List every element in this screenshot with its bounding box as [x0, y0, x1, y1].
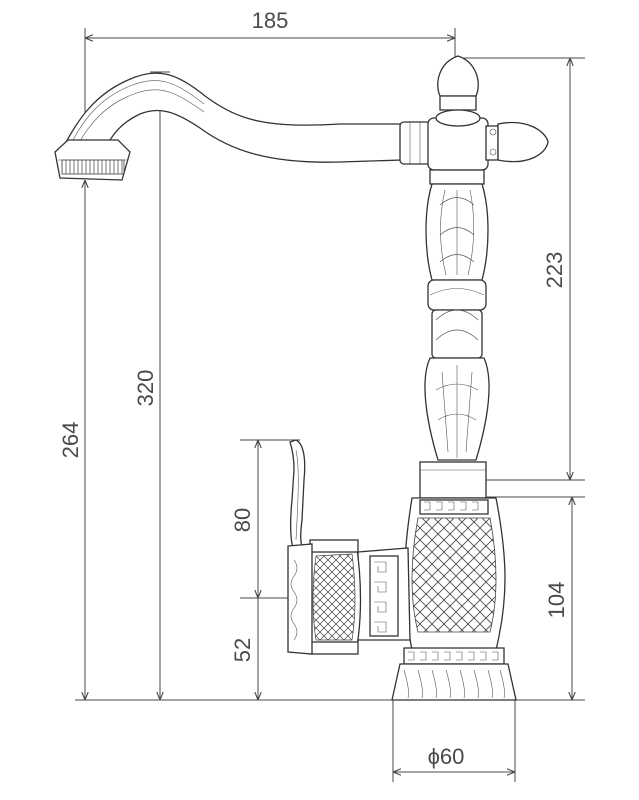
dim-264-label: 264 [58, 422, 83, 459]
base [391, 647, 517, 701]
dim-320-label: 320 [133, 370, 158, 407]
spout-collar [399, 117, 489, 171]
dim-223-label: 223 [542, 252, 567, 289]
dim-185-label: 185 [252, 8, 289, 33]
handle-hub [306, 539, 362, 655]
top-finial [435, 55, 481, 127]
body-collar [419, 461, 487, 499]
side-finial [485, 121, 549, 163]
spout [54, 72, 403, 181]
main-body [403, 497, 506, 651]
lever-handle [287, 439, 313, 655]
dim-52-label: 52 [230, 638, 255, 662]
ornate-column [424, 169, 490, 461]
dim-104-label: 104 [544, 582, 569, 619]
dim-80-label: 80 [230, 508, 255, 532]
handle-connector [357, 547, 411, 641]
dim-diameter-label: ϕ60 [428, 744, 465, 769]
